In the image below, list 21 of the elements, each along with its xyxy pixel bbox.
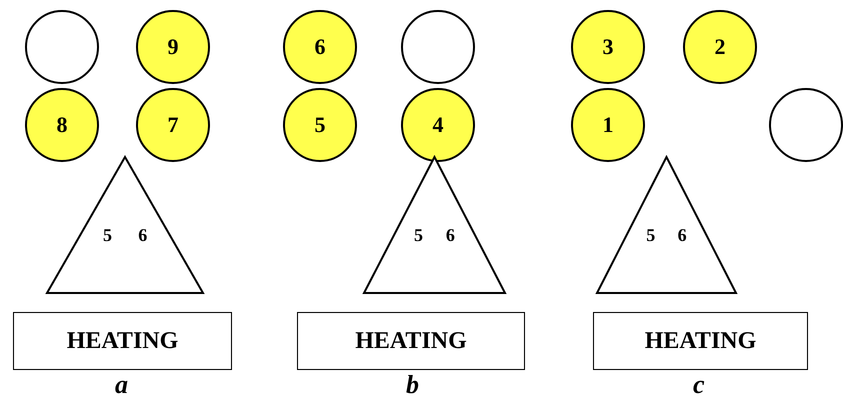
numbered-disc: 5 — [283, 88, 357, 162]
numbered-disc: 8 — [25, 88, 99, 162]
numbered-disc: 4 — [401, 88, 475, 162]
numbered-disc: 2 — [683, 10, 757, 84]
numbered-disc: 1 — [571, 88, 645, 162]
label-box: HEATING — [593, 312, 808, 370]
numbered-disc: 7 — [136, 88, 210, 162]
label-box: HEATING — [13, 312, 232, 370]
numbered-disc: 6 — [283, 10, 357, 84]
number-label: 5 — [103, 225, 112, 246]
numbered-disc: 9 — [136, 10, 210, 84]
panel-letter: b — [406, 370, 419, 400]
number-label: 5 — [414, 225, 423, 246]
panel-letter: c — [693, 370, 705, 400]
number-label: 6 — [138, 225, 148, 246]
number-label: 6 — [446, 225, 455, 246]
number-label: 6 — [678, 225, 687, 246]
panel-letter: a — [115, 370, 128, 400]
label-box: HEATING — [297, 312, 525, 370]
numbered-disc: 3 — [571, 10, 645, 84]
number-label: 5 — [646, 225, 656, 246]
